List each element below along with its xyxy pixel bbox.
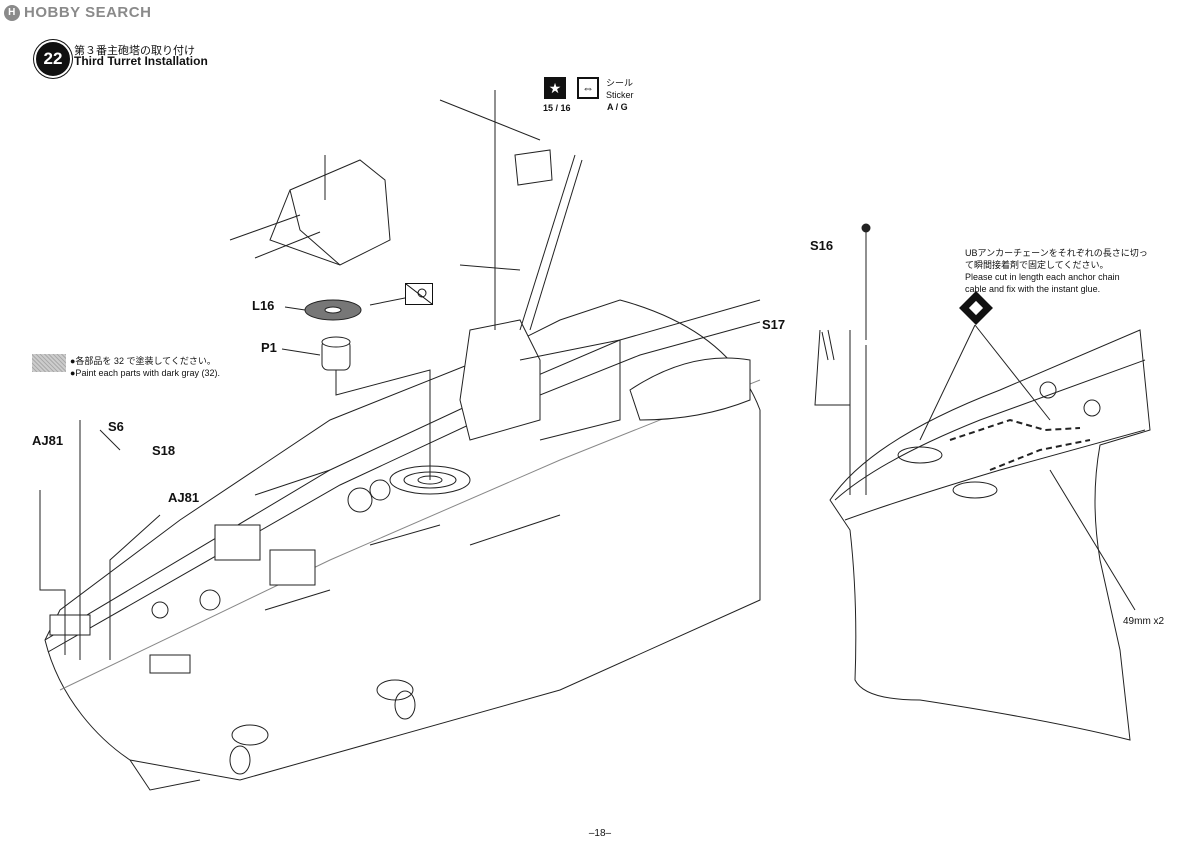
star-icon: ★: [544, 77, 566, 99]
anchor-note-en2: cable and fix with the instant glue.: [965, 284, 1101, 294]
step-title-en: Third Turret Installation: [74, 54, 208, 68]
part-label-p1: P1: [261, 340, 277, 355]
double-arrow-icon: ⇔: [577, 77, 599, 99]
sticker-label-en: Sticker: [606, 90, 634, 100]
part-label-aj81-a: AJ81: [32, 433, 64, 448]
part-label-s17: S17: [762, 317, 786, 332]
paint-note-jp: ●各部品を 32 で塗装してください。: [70, 356, 216, 366]
part-label-s18: S18: [152, 443, 176, 458]
step-title-jp: 第３番主砲塔の取り付け: [74, 45, 195, 57]
main-hull-drawing: [44, 90, 761, 791]
part-label-aj81-b: AJ81: [168, 490, 200, 505]
instant-glue-diamond-icon: [959, 291, 993, 325]
anchor-note-en1: Please cut in length each anchor chain: [965, 272, 1120, 282]
watermark: H HOBBY SEARCH: [4, 4, 151, 21]
anchor-note-jp: UBアンカーチェーンをそれぞれの長さに切って瞬間接着剤で固定してください。: [965, 248, 1148, 270]
part-label-l16: L16: [252, 298, 275, 313]
watermark-text: HOBBY SEARCH: [24, 4, 152, 21]
dark-gray-swatch: [32, 354, 66, 372]
sticker-label-jp: シール: [606, 78, 634, 88]
turret-drawing: [229, 155, 431, 480]
bow-drawing: [814, 223, 1151, 741]
no-glue-icon: [405, 283, 433, 305]
step-number-badge: 22: [36, 42, 70, 76]
chain-measure: 49mm x2: [1123, 616, 1165, 627]
hobby-search-logo-icon: H: [4, 4, 20, 21]
leader-lines: [39, 306, 321, 660]
page-number: –18–: [588, 828, 612, 839]
part-label-s6: S6: [108, 419, 124, 434]
paint-note-en: ●Paint each parts with dark gray (32).: [70, 368, 221, 378]
part-label-s16: S16: [810, 238, 834, 253]
sticker-codes: A / G: [607, 102, 628, 112]
sticker-numbers: 15 / 16: [543, 103, 571, 113]
